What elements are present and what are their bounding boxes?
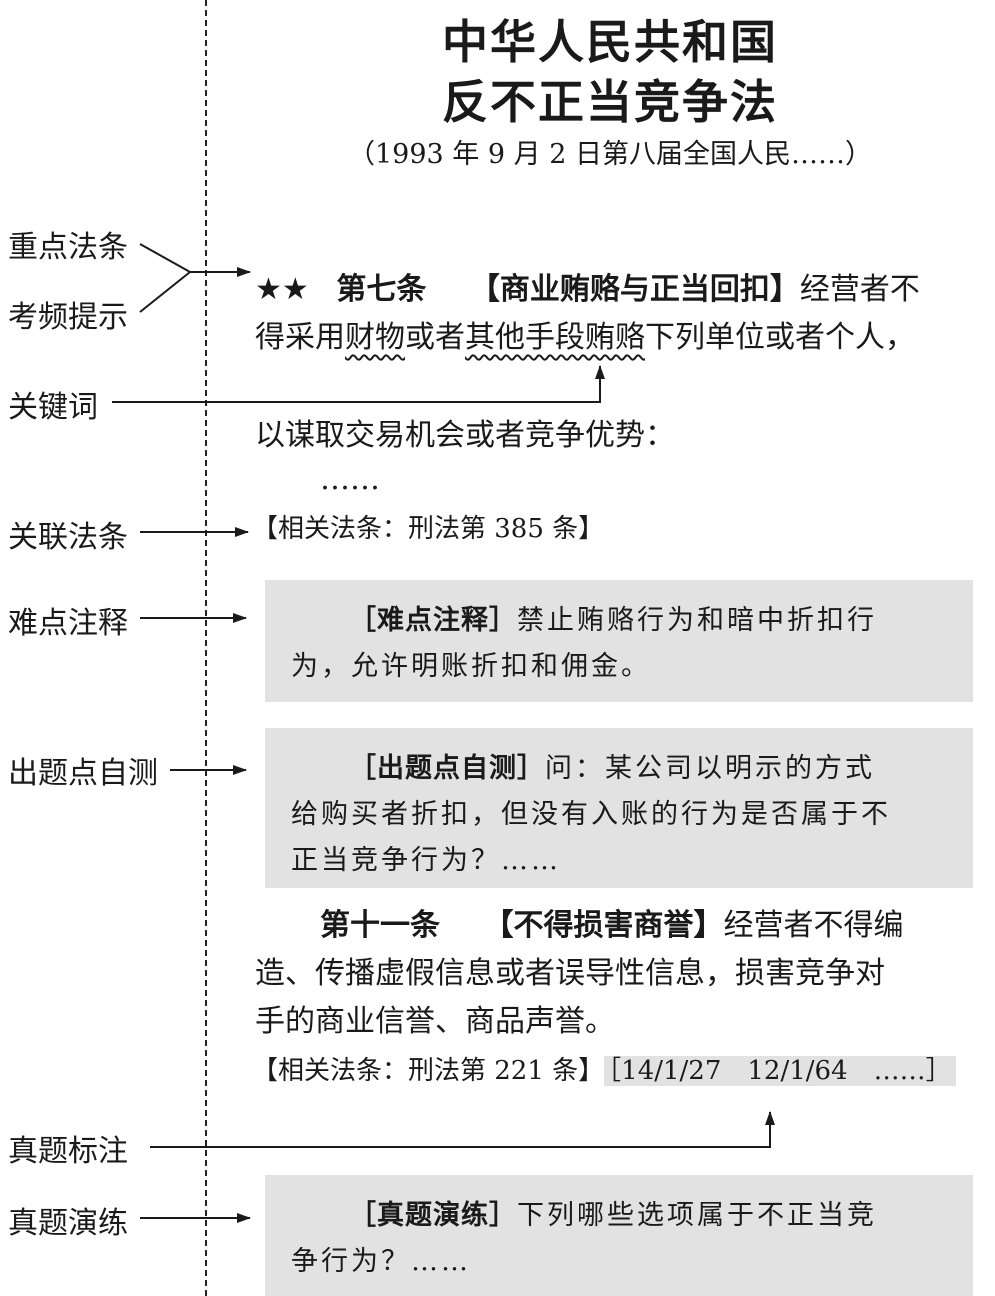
self-test-box: ［出题点自测］问：某公司以明示的方式 给购买者折扣，但没有入账的行为是否属于不 … (265, 728, 973, 888)
article-11-text-a: 经营者不得编 (723, 908, 904, 943)
title-line-2: 反不正当竞争法 (442, 75, 778, 129)
article-7-related: 【相关法条：刑法第 385 条】 (252, 514, 605, 544)
article-7-text-e: 以谋取交易机会或者竞争优势： (255, 418, 675, 453)
label-exam-marker: 真题标注 (8, 1134, 128, 1169)
article-11-related: 【相关法条：刑法第 221 条】 (252, 1056, 605, 1086)
arrow-exam-frequency (139, 271, 191, 313)
article-11-number: 第十一条 (320, 908, 440, 943)
label-self-test: 出题点自测 (8, 756, 158, 791)
arrow-keyword (112, 365, 605, 403)
arrow-exam-marker (150, 1111, 775, 1148)
article-7-text-d: 下列单位或者个人， (645, 320, 915, 355)
exam-practice-box: ［真题演练］下列哪些选项属于不正当竞 争行为？…… (265, 1175, 973, 1296)
exam-practice-text-b: 争行为？…… (291, 1246, 471, 1277)
article-11-text-b: 造、传播虚假信息或者误导性信息，损害竞争对 (255, 956, 885, 991)
star-rating-icon: ★★ (255, 272, 309, 307)
difficulty-note-text-a: 禁止贿赂行为和暗中折扣行 (517, 605, 877, 636)
dashed-margin-divider (205, 0, 207, 1296)
keyword-2: 其他手段贿赂 (465, 320, 645, 355)
label-exam-practice: 真题演练 (8, 1206, 128, 1241)
self-test-head: ［出题点自测］ (349, 753, 545, 784)
article-7-text-c: 或者 (405, 320, 465, 355)
label-difficulty-note: 难点注释 (8, 606, 128, 641)
title-line-1: 中华人民共和国 (442, 15, 778, 69)
article-7-line-2: 得采用财物或者其他手段贿赂下列单位或者个人， (255, 314, 915, 362)
self-test-text-b: 给购买者折扣，但没有入账的行为是否属于不 (291, 799, 891, 830)
self-test-text-a: 问：某公司以明示的方式 (545, 753, 875, 784)
article-11-line-1: 第十一条 【不得损害商誉】经营者不得编 (320, 902, 904, 950)
keyword-1: 财物 (345, 320, 405, 355)
arrow-key-article (139, 243, 191, 273)
label-key-article: 重点法条 (8, 230, 128, 265)
article-11-text-c: 手的商业信誉、商品声誉。 (255, 1004, 615, 1039)
exam-practice-text-a: 下列哪些选项属于不正当竞 (517, 1200, 877, 1231)
label-related-article: 关联法条 (8, 520, 128, 555)
article-7-heading: 【商业贿赂与正当回扣】 (469, 272, 800, 307)
difficulty-note-box: ［难点注释］禁止贿赂行为和暗中折扣行 为，允许明账折扣和佣金。 (265, 580, 973, 702)
article-7-text-b: 得采用 (255, 320, 345, 355)
label-exam-frequency: 考频提示 (8, 300, 128, 335)
exam-refs-tag: ［14/1/27 12/1/64 ……］ (604, 1056, 956, 1086)
label-keyword: 关键词 (8, 390, 98, 425)
difficulty-note-text-b: 为，允许明账折扣和佣金。 (291, 651, 651, 682)
article-7-number: 第七条 (336, 272, 427, 307)
exam-practice-head: ［真题演练］ (349, 1200, 517, 1231)
article-11-refs-line: 【相关法条：刑法第 221 条】［14/1/27 12/1/64 ……］ (252, 1050, 956, 1087)
title-subtitle: （1993 年 9 月 2 日第八届全国人民……） (348, 139, 872, 170)
difficulty-note-head: ［难点注释］ (349, 605, 517, 636)
article-7-line-1: ★★ 第七条 【商业贿赂与正当回扣】经营者不 (255, 266, 920, 314)
article-11-heading: 【不得损害商誉】 (483, 908, 724, 943)
self-test-text-c: 正当竞争行为？…… (291, 845, 561, 876)
article-7-text-a: 经营者不 (799, 272, 920, 307)
article-7-ellipsis: …… (320, 462, 380, 497)
